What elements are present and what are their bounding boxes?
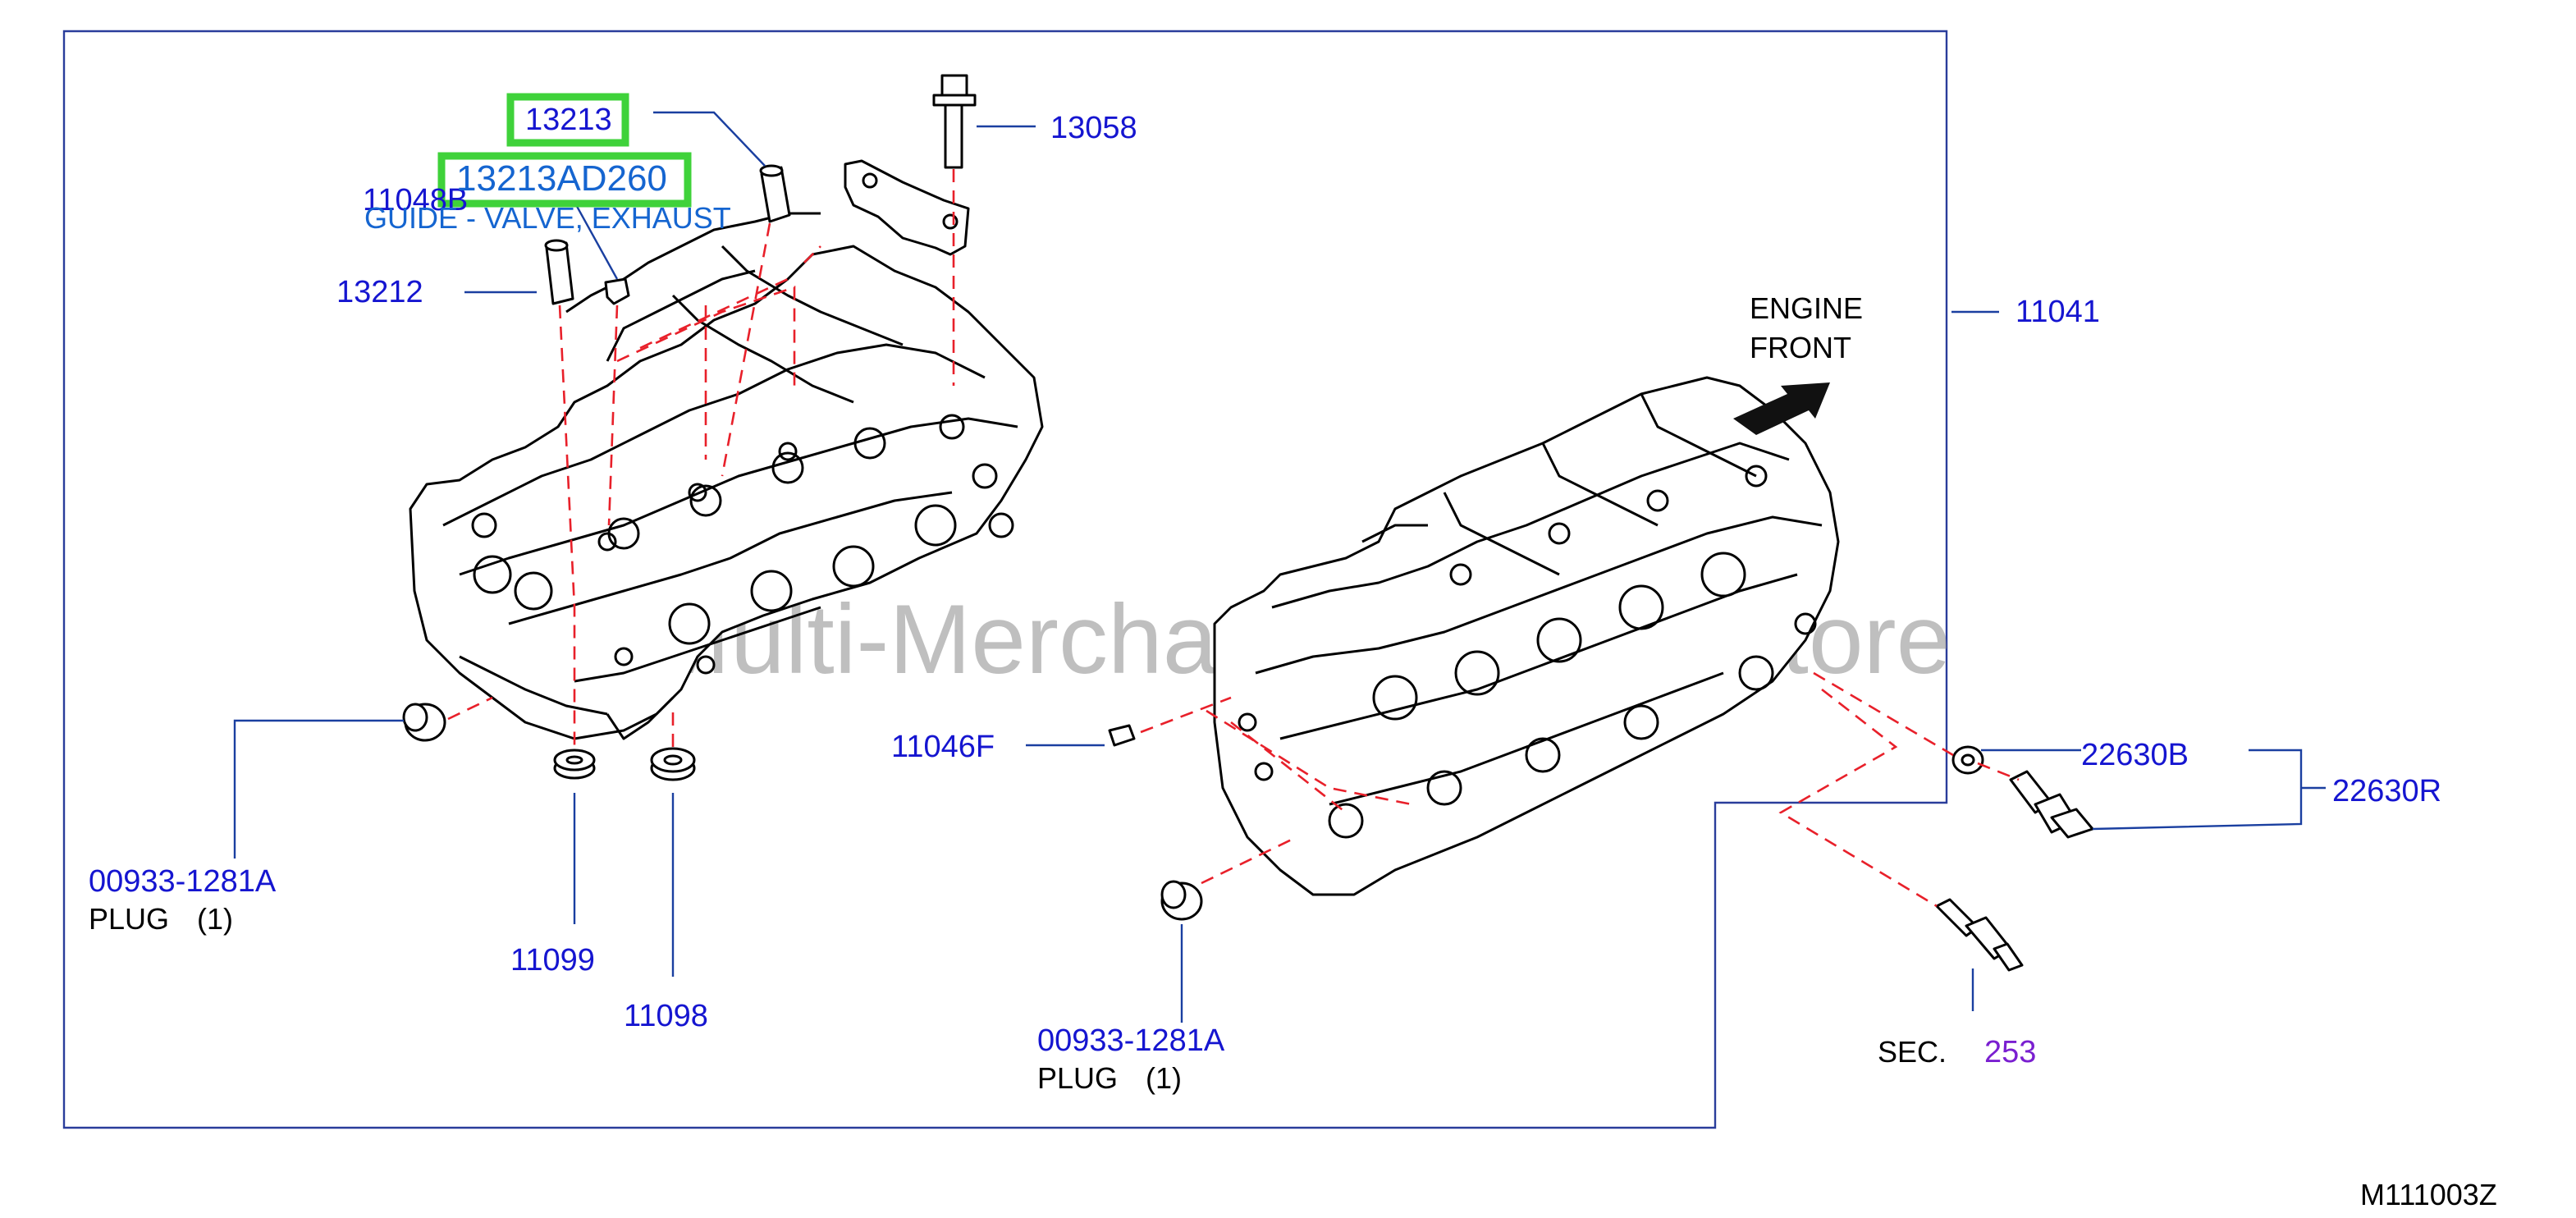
part-number-13058[interactable]: 13058 [1050,111,1137,145]
part-description-guide-valve-exhaust: GUIDE - VALVE, EXHAUST [364,201,731,235]
part-number-13213AD260[interactable]: 13213AD260 [456,158,667,199]
cylinder-head-right [1213,376,1840,896]
part-number-11099[interactable]: 11099 [510,943,595,978]
right-assembly-lines [1140,671,2020,908]
sec-253-sensor-part [1935,898,2024,972]
highlight-box-13213AD260 [437,152,692,208]
part-number-13213[interactable]: 13213 [525,103,612,137]
engine-front-label-line2: FRONT [1750,331,1851,364]
valve-guide-intake-part [544,239,574,305]
sensor-washer-part [1951,745,1984,775]
leader-lines [233,111,2326,1023]
plug-left-qty: (1) [197,902,233,936]
part-number-13212[interactable]: 13212 [336,275,423,309]
part-number-11041[interactable]: 11041 [2016,295,2100,329]
washer-11099-part [553,749,596,780]
part-number-11048B[interactable]: 11048B [363,183,468,218]
part-number-plug-right[interactable]: 00933-1281A [1037,1023,1225,1058]
cylinder-head-left [409,212,1044,740]
plug-left-name: PLUG [89,902,169,936]
highlight-box-13213 [506,93,629,147]
engine-front-label-line1: ENGINE [1750,291,1863,325]
bolt-part [932,74,977,169]
washer-11098-part [650,747,696,781]
plug-right-name: PLUG [1037,1061,1118,1095]
part-number-22630R[interactable]: 22630R [2332,774,2441,808]
section-number-253[interactable]: 253 [1984,1035,2036,1069]
part-number-plug-left[interactable]: 00933-1281A [89,864,277,899]
valve-seal-part [604,277,630,305]
section-label: SEC. [1878,1035,1947,1069]
camshaft-bracket-part [844,159,970,256]
valve-guide-exhaust-part [759,164,791,223]
plug-left-part [402,703,446,742]
part-number-11098[interactable]: 11098 [624,999,708,1033]
diagram-code: M111003Z [2360,1178,2497,1211]
plug-right-qty: (1) [1146,1061,1182,1095]
left-assembly-lines [447,169,955,747]
plug-right-part [1160,880,1203,921]
diagram-frame [62,30,1948,1129]
part-number-22630B[interactable]: 22630B [2081,738,2189,772]
dowel-pin-part [1108,724,1136,747]
temperature-sensor-part [2009,770,2094,839]
engine-front-arrow-icon [1733,382,1830,435]
part-number-11046F[interactable]: 11046F [891,730,995,764]
